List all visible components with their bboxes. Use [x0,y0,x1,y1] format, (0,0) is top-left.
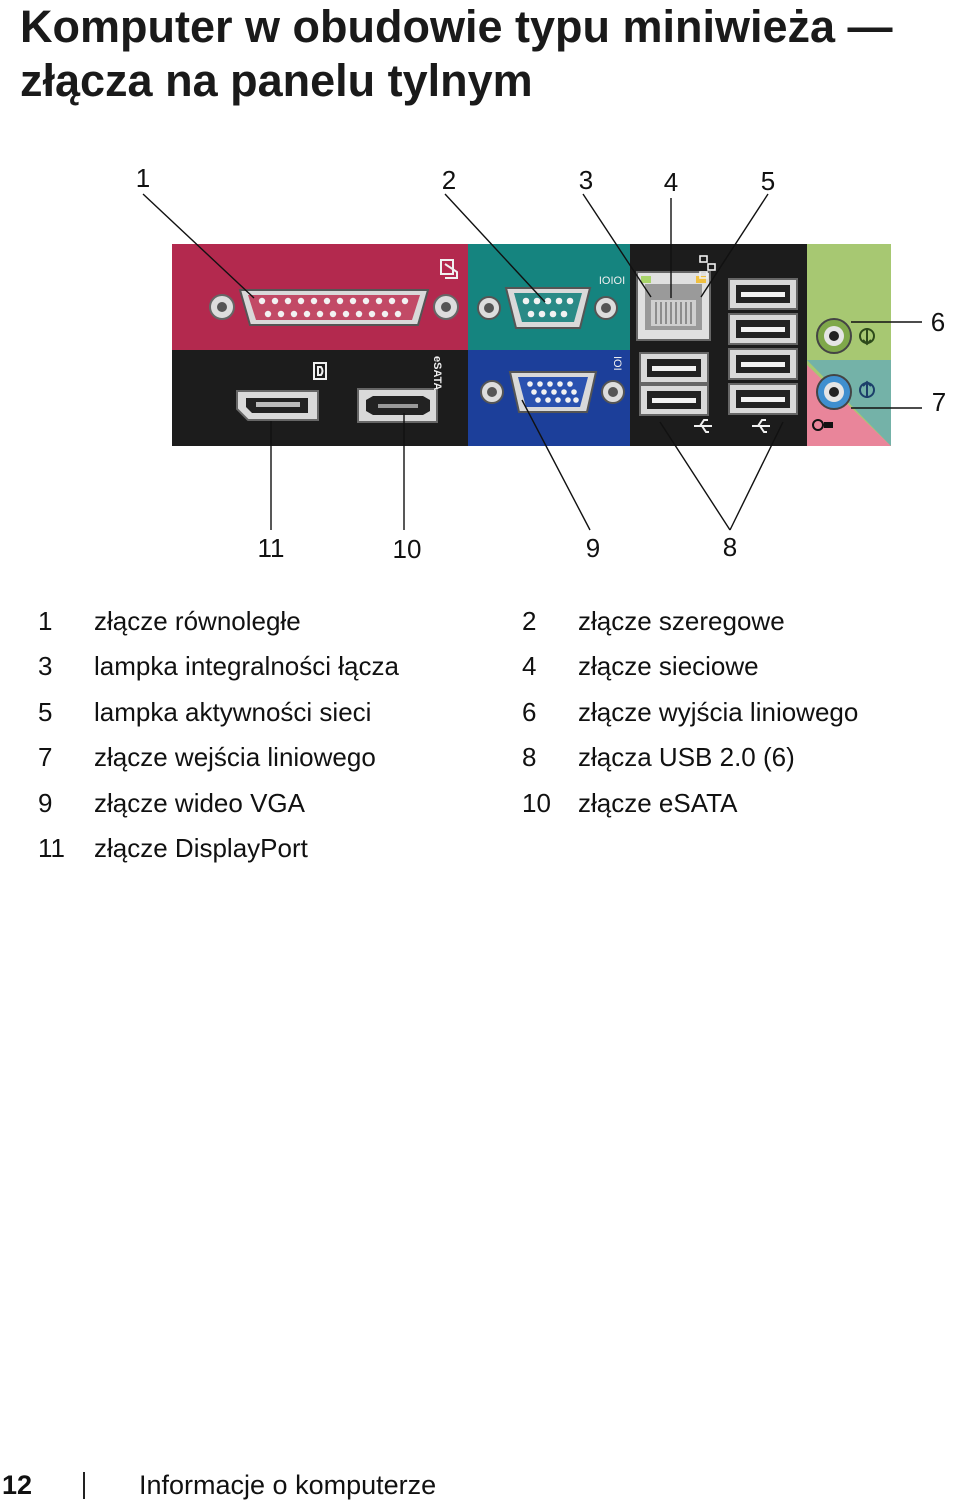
callout-11: 11 [258,533,285,563]
usb-port [639,384,709,416]
callout-5: 5 [761,166,775,196]
usb-port [639,352,709,384]
page-title-line-2: złącza na panelu tylnym [20,55,533,106]
callout-10: 10 [393,534,422,564]
back-panel-diagram: IOIOI eSATA IOI [136,163,946,564]
callout-6: 6 [931,307,945,337]
page-number: 12 [2,1470,33,1500]
legend-number: 7 [38,742,53,772]
legend-number: 11 [38,833,65,863]
legend-number: 9 [38,788,53,818]
callout-2: 2 [442,165,456,195]
vga-connector [480,371,625,413]
callout-leader-lines [142,193,922,531]
legend-number: 1 [38,606,53,636]
footer-separator [83,1472,85,1499]
legend-text: złącze DisplayPort [94,833,308,863]
callout-1: 1 [136,163,150,193]
legend-text: złącze równoległe [94,606,301,636]
legend-number: 10 [522,788,551,818]
serial-connector [477,287,618,329]
network-connector [636,271,711,341]
legend-text: złącze wyjścia liniowego [578,697,859,727]
legend-number: 3 [38,651,53,681]
legend-text: lampka integralności łącza [94,651,399,681]
esata-port-label: eSATA [431,356,443,390]
callout-9: 9 [586,533,600,563]
legend-text: złącza USB 2.0 (6) [578,742,795,772]
legend-text: złącze sieciowe [578,651,759,681]
line-in-icon [859,380,875,398]
legend-number: 5 [38,697,53,727]
vga-port-label: IOI [611,356,623,371]
line-out-jack [816,318,852,354]
parallel-connector [209,289,459,326]
legend-text: lampka aktywności sieci [94,697,372,727]
callout-7: 7 [932,387,946,417]
legend-number: 2 [522,606,537,636]
serial-port-label: IOIOI [599,275,625,287]
legend-number: 8 [522,742,537,772]
line-in-jack [816,374,852,410]
usb-icon [694,419,712,433]
usb-port [728,313,798,345]
printer-icon [440,259,458,279]
legend-number: 6 [522,697,537,727]
callout-3: 3 [579,165,593,195]
usb-icon [752,419,770,433]
legend-text: złącze wideo VGA [94,788,305,818]
usb-port [728,278,798,310]
esata-connector [357,388,438,423]
usb-port [728,348,798,380]
page-title: Komputer w obudowie typu miniwieża — złą… [20,0,955,108]
line-out-icon [859,328,875,346]
displayport-icon [313,362,327,380]
legend-text: złącze eSATA [578,788,738,818]
legend-number: 4 [522,651,537,681]
displayport-connector [236,390,319,421]
usb-ports [639,278,798,416]
usb-port [728,383,798,415]
legend-text: złącze wejścia liniowego [94,742,376,772]
legend-text: złącze szeregowe [578,606,785,636]
callout-4: 4 [664,167,678,197]
microphone-icon [812,419,833,431]
footer-section-title: Informacje o komputerze [139,1470,437,1500]
page-title-line-1: Komputer w obudowie typu miniwieża — [20,1,893,52]
callout-8: 8 [723,532,737,562]
network-icon [699,255,716,279]
page-footer: 12 Informacje o komputerze [0,1466,960,1506]
